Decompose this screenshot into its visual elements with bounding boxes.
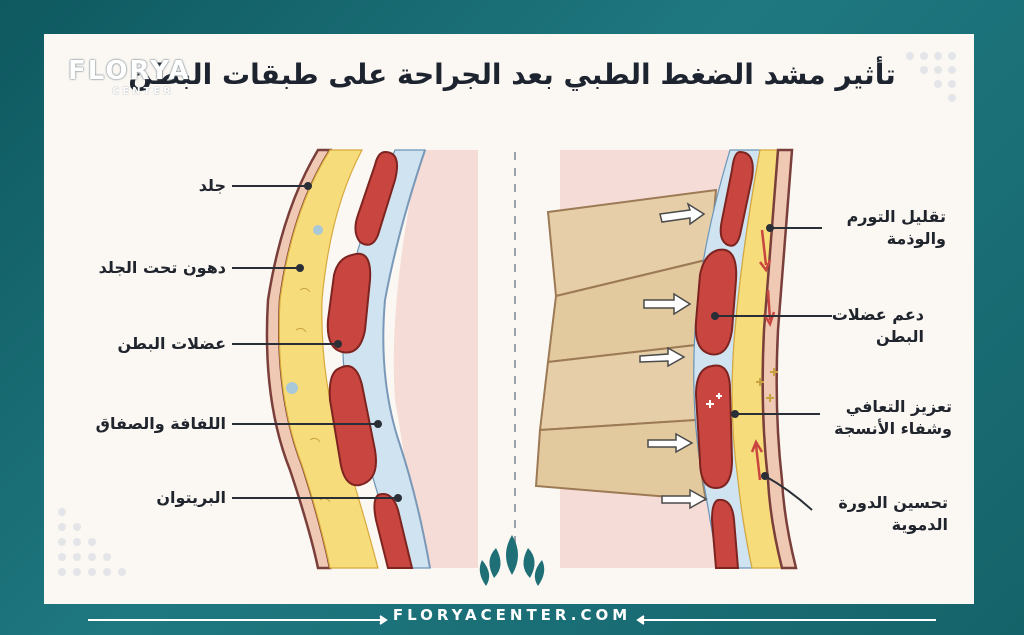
label-skin: جلد xyxy=(198,176,226,195)
footer-website: FLORYACENTER.COM xyxy=(392,606,632,624)
content-panel xyxy=(44,34,974,604)
right-abdomen-section xyxy=(534,148,798,570)
right-leader-lines xyxy=(711,224,832,511)
brand-leaf-icon xyxy=(479,535,545,586)
decorative-dots-top xyxy=(906,52,956,102)
label-subcutaneous-fat: دهون تحت الجلد xyxy=(98,258,226,277)
label-fascia: اللفافة والصفاق xyxy=(95,414,226,433)
label-circulation: تحسين الدورة الدموية xyxy=(838,492,948,536)
belt-band-4 xyxy=(534,418,708,502)
label-support-muscles-line1: دعم عضلات xyxy=(831,305,924,324)
left-muscle-2 xyxy=(326,252,372,354)
label-peritoneum: البريتوان xyxy=(156,488,226,507)
left-muscle-1 xyxy=(354,150,398,246)
footer-decoration xyxy=(88,615,936,625)
right-muscle-3 xyxy=(694,364,734,490)
decorative-dots-bottom xyxy=(58,508,126,576)
right-muscle-1 xyxy=(719,150,754,247)
left-fat-layer xyxy=(278,149,379,569)
brand-logo-text: FLORYA xyxy=(68,56,191,86)
label-healing-line1: تعزيز التعافي xyxy=(845,397,952,416)
right-muscle-2 xyxy=(694,248,738,356)
left-abdomen-section xyxy=(265,148,478,570)
brand-logo-subtext: CENTER xyxy=(112,86,174,97)
label-circulation-line2: الدموية xyxy=(891,515,948,534)
right-skin-layer xyxy=(761,148,798,570)
left-muscle-4 xyxy=(373,493,414,569)
label-circulation-line1: تحسين الدورة xyxy=(838,493,948,512)
left-leader-lines xyxy=(232,182,402,502)
compression-arrows xyxy=(639,202,708,510)
label-support-muscles: دعم عضلات البطن xyxy=(832,304,924,348)
left-muscle-3 xyxy=(328,365,377,487)
left-inner-cavity xyxy=(393,150,478,568)
label-reduce-swelling: تقليل التورم والوذمة xyxy=(847,206,946,250)
label-abdominal-muscles: عضلات البطن xyxy=(117,334,227,353)
label-reduce-swelling-line1: تقليل التورم xyxy=(846,207,946,226)
label-healing-line2: وشفاء الأنسجة xyxy=(834,419,952,438)
page-title: تأثير مشد الضغط الطبي بعد الجراحة على طب… xyxy=(128,58,896,91)
left-peritoneum-line xyxy=(382,149,431,569)
label-reduce-swelling-line2: والوذمة xyxy=(886,229,946,248)
label-healing: تعزيز التعافي وشفاء الأنسجة xyxy=(834,396,952,440)
label-support-muscles-line2: البطن xyxy=(875,327,924,346)
right-muscle-4 xyxy=(710,498,740,569)
